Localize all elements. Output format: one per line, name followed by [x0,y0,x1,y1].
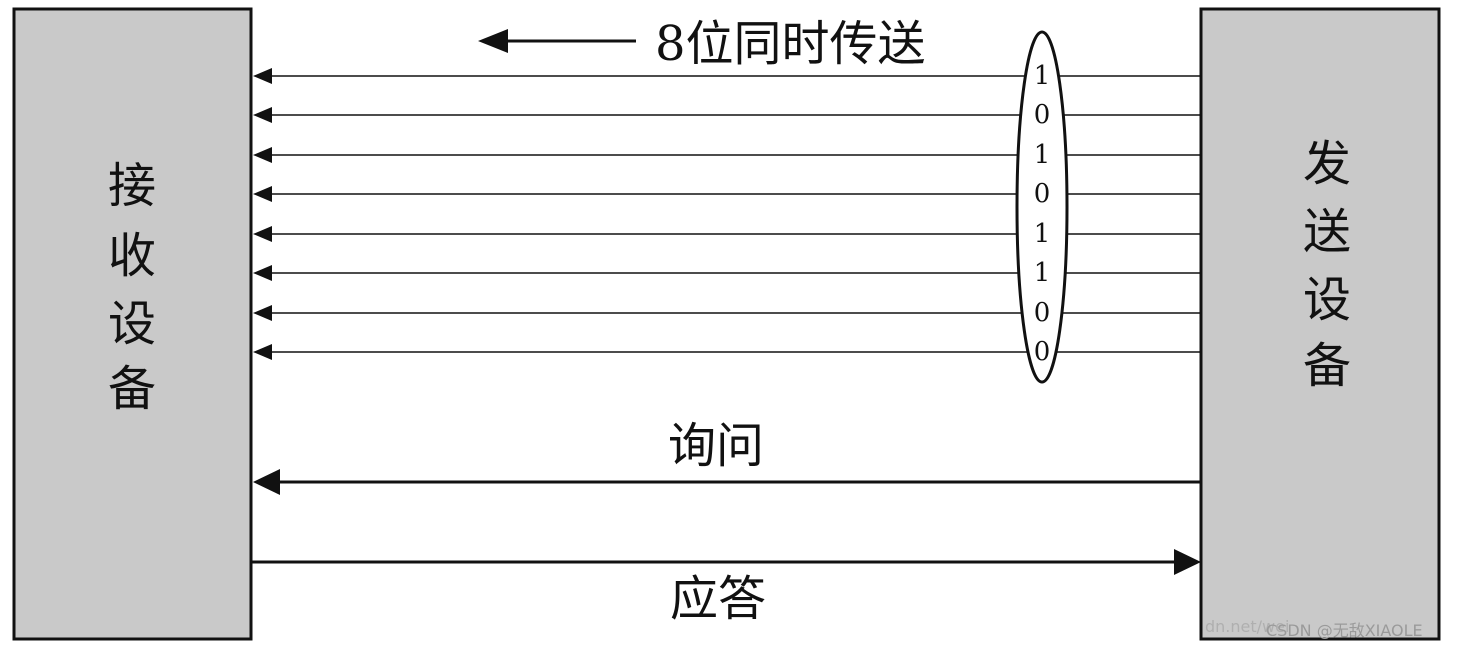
bit-1: 1 [1034,61,1051,91]
watermark-main-text: CSDN @无敌XIAOLE [1266,621,1423,640]
sender-label-char-4: 备 [1303,338,1351,394]
bit-4: 0 [1034,179,1051,209]
data-line-5-arrow-head [253,226,272,242]
bit-ellipse [1015,30,1069,384]
bit-3: 1 [1034,140,1051,170]
receiver-device: 接 收 设 备 [12,7,253,641]
query-signal: 询问 [253,418,1201,495]
bit-group: 1 0 1 0 1 1 0 0 [1015,30,1069,384]
receiver-label-char-1: 接 [108,158,156,214]
bit-6: 1 [1034,258,1051,288]
data-line-4-arrow-head [253,186,272,202]
data-line-8-arrow-head [253,344,272,360]
query-label: 询问 [668,418,764,474]
receiver-label-char-4: 备 [108,361,156,417]
sender-box [1199,7,1441,641]
response-signal: 应答 [251,549,1201,627]
data-line-6-arrow-head [253,265,272,281]
sender-label-char-1: 发 [1303,136,1351,192]
title-arrow-head [478,29,508,53]
query-arrow-head [253,469,280,495]
receiver-box [12,7,253,641]
receiver-label-char-2: 收 [108,228,156,284]
watermark: dn.net/wei CSDN @无敌XIAOLE [1205,617,1423,640]
bit-8: 0 [1034,337,1051,367]
data-line-1-arrow-head [253,68,272,84]
bit-7: 0 [1034,298,1051,328]
watermark-faded-text: dn.net/wei [1205,617,1289,636]
sender-label-char-2: 送 [1303,204,1351,260]
title-group: 8位同时传送 [478,16,926,72]
bit-2: 0 [1034,100,1051,130]
sender-label-char-3: 设 [1303,272,1351,328]
bit-5: 1 [1034,219,1051,249]
data-line-3-arrow-head [253,147,272,163]
response-label: 应答 [670,571,766,627]
data-line-7-arrow-head [253,305,272,321]
receiver-label-char-3: 设 [108,296,156,352]
sender-device: 发 送 设 备 [1199,7,1441,641]
data-line-2-arrow-head [253,107,272,123]
response-arrow-head [1174,549,1201,575]
title-text: 8位同时传送 [655,16,926,72]
